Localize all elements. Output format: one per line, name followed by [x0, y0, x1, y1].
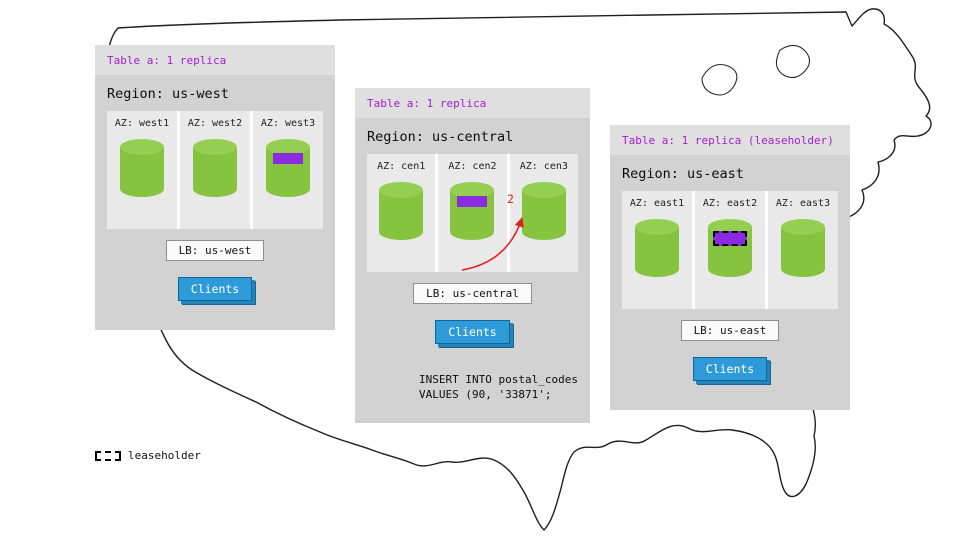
table-replica-header: Table a: 1 replica (leaseholder) [610, 125, 850, 155]
database-cylinder [378, 181, 424, 241]
az-cell-west2: AZ: west2 [180, 111, 250, 229]
clients-button[interactable]: Clients [435, 320, 510, 344]
az-cell-west3: AZ: west3 [253, 111, 323, 229]
table-replica-header: Table a: 1 replica [95, 45, 335, 75]
cylinder-icon [781, 219, 825, 277]
az-cell-east2: AZ: east2 [695, 191, 765, 309]
sql-line-1: INSERT INTO postal_codes [419, 373, 578, 386]
lake-outline [701, 63, 738, 96]
lake-outline [775, 44, 811, 79]
clients-button[interactable]: Clients [692, 357, 768, 381]
az-label: AZ: east2 [702, 198, 758, 209]
cylinder-icon [708, 219, 752, 277]
az-cell-cen2: AZ: cen2 [438, 154, 507, 272]
cylinder-icon [120, 139, 164, 197]
legend: leaseholder [95, 449, 201, 462]
az-label: AZ: west2 [187, 118, 243, 129]
database-cylinder [119, 138, 165, 198]
az-cell-east1: AZ: east1 [622, 191, 692, 309]
az-label: AZ: east1 [629, 198, 685, 209]
az-row: AZ: west1 AZ: west2 AZ: west3 [107, 111, 323, 229]
step-number: 2 [507, 192, 514, 206]
az-row: AZ: east1 AZ: east2 AZ: east3 [622, 191, 838, 309]
database-cylinder [521, 181, 567, 241]
region-panel-us-central: Table a: 1 replica Region: us-central AZ… [355, 88, 590, 423]
load-balancer-box: LB: us-east [680, 320, 780, 341]
az-label: AZ: cen1 [377, 161, 426, 172]
database-cylinder [265, 138, 311, 198]
load-balancer-box: LB: us-central [413, 283, 532, 304]
region-title: Region: us-central [367, 129, 514, 145]
table-label: Table a: 1 replica [367, 96, 487, 110]
cylinder-icon [266, 139, 310, 197]
leaseholder-chip [713, 231, 747, 246]
cylinder-icon [379, 182, 424, 240]
cylinder-icon [635, 219, 679, 277]
az-cell-cen3: AZ: cen3 [509, 154, 578, 272]
cylinder-icon [193, 139, 237, 197]
replica-chip [273, 153, 303, 164]
clients-button[interactable]: Clients [177, 277, 253, 301]
az-cell-west1: AZ: west1 [107, 111, 177, 229]
az-label: AZ: west1 [114, 118, 170, 129]
az-cell-east3: AZ: east3 [768, 191, 838, 309]
region-title: Region: us-west [107, 86, 229, 102]
cylinder-icon [521, 182, 566, 240]
database-cylinder [707, 218, 753, 278]
database-cylinder [192, 138, 238, 198]
region-title: Region: us-east [622, 166, 744, 182]
az-label: AZ: east3 [775, 198, 831, 209]
az-label: AZ: cen2 [448, 161, 497, 172]
az-label: AZ: west3 [260, 118, 316, 129]
load-balancer-box: LB: us-west [165, 240, 265, 261]
database-cylinder [449, 181, 495, 241]
az-label: AZ: cen3 [519, 161, 568, 172]
leaseholder-legend-icon [95, 450, 121, 461]
database-cylinder [634, 218, 680, 278]
region-panel-us-east: Table a: 1 replica (leaseholder) Region:… [610, 125, 850, 410]
table-label: Table a: 1 replica (leaseholder) [622, 133, 834, 147]
database-cylinder [780, 218, 826, 278]
region-panel-us-west: Table a: 1 replica Region: us-west AZ: w… [95, 45, 335, 330]
sql-statement: INSERT INTO postal_codes VALUES (90, '33… [355, 372, 590, 402]
table-replica-header: Table a: 1 replica [355, 88, 590, 118]
legend-label: leaseholder [128, 449, 201, 462]
az-cell-cen1: AZ: cen1 [367, 154, 436, 272]
sql-line-2: VALUES (90, '33871'; [419, 388, 552, 401]
cylinder-icon [450, 182, 495, 240]
replica-chip [457, 196, 488, 207]
az-row: AZ: cen1 AZ: cen2 AZ: cen3 [367, 154, 578, 272]
table-label: Table a: 1 replica [107, 53, 227, 67]
